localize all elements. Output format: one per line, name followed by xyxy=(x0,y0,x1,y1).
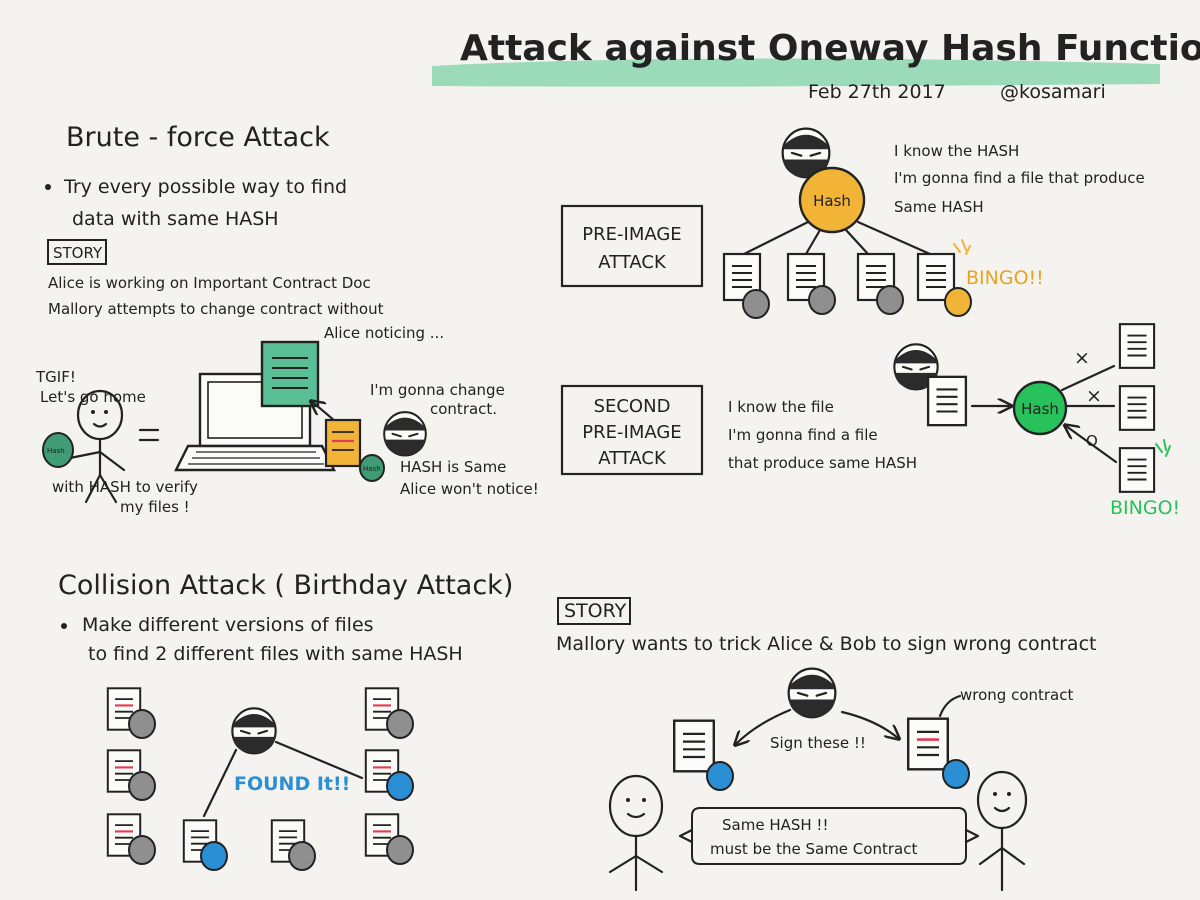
second-preimage-known-doc xyxy=(926,375,968,427)
preimage-label-line1: PRE-IMAGE xyxy=(582,224,681,245)
bullet-dot xyxy=(45,184,51,190)
second-preimage-candidate-doc-2 xyxy=(1118,385,1156,431)
story2-tag-box xyxy=(557,597,631,625)
preimage-quote-line2: I'm gonna find a file that produce xyxy=(894,169,1145,187)
page-date: Feb 27th 2017 xyxy=(808,81,946,103)
second-preimage-quote-line1: I know the file xyxy=(728,398,834,416)
alice-caption-line2: my files ! xyxy=(120,498,190,516)
second-preimage-bingo: BINGO! xyxy=(1110,497,1180,519)
preimage-sparkle xyxy=(953,239,971,255)
brute-force-bullet-line2: data with same HASH xyxy=(72,208,279,230)
story-line1: Alice is working on Important Contract D… xyxy=(48,274,371,292)
collision-left-column xyxy=(106,687,156,865)
second-preimage-candidate-doc-1 xyxy=(1118,323,1156,369)
second-preimage-match-doc xyxy=(1118,447,1156,493)
collision-found: FOUND It!! xyxy=(234,773,350,795)
preimage-label-box xyxy=(560,204,704,288)
svg-text:Hash: Hash xyxy=(363,465,381,473)
preimage-match-hash-egg xyxy=(944,287,972,317)
story2-original-hash-egg xyxy=(706,761,734,791)
story2-original-doc xyxy=(672,719,716,773)
collision-bullet-line2: to find 2 different files with same HASH xyxy=(88,643,463,665)
equals-sign xyxy=(138,428,160,442)
story-line2: Mallory attempts to change contract with… xyxy=(48,300,384,318)
second-preimage-arrow-match xyxy=(1066,426,1118,464)
brute-force-bullet-line1: Try every possible way to find xyxy=(63,176,347,198)
alice-speech-line1: TGIF! xyxy=(35,368,76,386)
collision-title: Collision Attack ( Birthday Attack) xyxy=(58,570,513,601)
preimage-quote-line1: I know the HASH xyxy=(894,142,1019,160)
story2-wrong-pointer xyxy=(938,694,962,718)
second-preimage-hash-node: Hash xyxy=(1012,380,1068,436)
accept-mark: O xyxy=(1086,432,1098,450)
collision-bullet-dot xyxy=(61,623,67,629)
preimage-branch-lines xyxy=(742,220,932,256)
reject-mark-2: × xyxy=(1086,385,1102,407)
preimage-bingo: BINGO!! xyxy=(966,267,1044,289)
mallory-document-orange xyxy=(324,418,362,468)
preimage-quote-line3: Same HASH xyxy=(894,198,984,216)
story2-arrow-left xyxy=(736,708,792,744)
collision-link-lines xyxy=(202,740,364,818)
story-line3: Alice noticing ... xyxy=(324,324,444,342)
alice-figure-bottom xyxy=(608,774,664,892)
bob-figure xyxy=(976,770,1028,892)
svg-text:Hash: Hash xyxy=(813,192,851,210)
alice-figure xyxy=(68,389,126,504)
contract-document-green xyxy=(260,340,320,408)
second-preimage-sparkle xyxy=(1155,439,1171,457)
mallory-speech-line2: contract. xyxy=(430,400,497,418)
alice-caption-line1: with HASH to verify xyxy=(52,478,198,496)
svg-text:Hash: Hash xyxy=(1021,400,1059,418)
page-title: Attack against Oneway Hash Function xyxy=(460,28,1200,69)
bubble-line1: Same HASH !! xyxy=(722,816,828,834)
preimage-hash-node: Hash xyxy=(798,166,866,234)
story2-arrow-right xyxy=(840,710,898,738)
story2-wrong-doc xyxy=(906,717,950,771)
svg-text:Hash: Hash xyxy=(47,447,65,455)
second-preimage-label-box xyxy=(560,384,704,476)
preimage-gray-hash-eggs xyxy=(742,285,904,319)
title-highlight xyxy=(432,58,1160,87)
preimage-label-line2: ATTACK xyxy=(598,252,667,273)
mallory-caption-line2: Alice won't notice! xyxy=(400,480,539,498)
story2-wrong-label: wrong contract xyxy=(960,686,1073,704)
story-tag-box xyxy=(47,239,107,265)
alice-hash-egg: Hash xyxy=(42,432,74,468)
page-author: @kosamari xyxy=(1000,81,1106,103)
story2-sign: Sign these !! xyxy=(770,734,866,752)
story2-tag: STORY xyxy=(564,600,627,622)
story2-wrong-hash-egg xyxy=(942,759,970,789)
mallory-speech-line1: I'm gonna change xyxy=(370,381,505,399)
second-preimage-quote-line3: that produce same HASH xyxy=(728,454,917,472)
second-preimage-branch-lines xyxy=(1060,364,1116,408)
story2-ninja-icon xyxy=(787,667,837,719)
mallory-hash-egg: Hash xyxy=(359,454,385,482)
story-tag: STORY xyxy=(53,244,103,262)
mallory-caption-line1: HASH is Same xyxy=(400,458,506,476)
second-preimage-quote-line2: I'm gonna find a file xyxy=(728,426,878,444)
collision-bottom-row xyxy=(182,819,316,871)
story2-line: Mallory wants to trick Alice & Bob to si… xyxy=(556,633,1096,655)
collision-right-column xyxy=(364,687,414,865)
second-preimage-label-line2: PRE-IMAGE xyxy=(582,422,681,443)
collision-ninja-icon xyxy=(231,707,277,755)
reject-mark-1: × xyxy=(1074,347,1090,369)
mallory-ninja-icon xyxy=(383,411,427,457)
bubble-line2: must be the Same Contract xyxy=(710,840,917,858)
second-preimage-label-line1: SECOND xyxy=(594,396,671,417)
alice-speech-line2: Let's go home xyxy=(40,388,146,406)
brute-force-title: Brute - force Attack xyxy=(66,122,330,153)
second-preimage-label-line3: ATTACK xyxy=(598,448,667,469)
collision-bullet-line1: Make different versions of files xyxy=(82,614,374,636)
speech-bubble xyxy=(678,807,980,865)
